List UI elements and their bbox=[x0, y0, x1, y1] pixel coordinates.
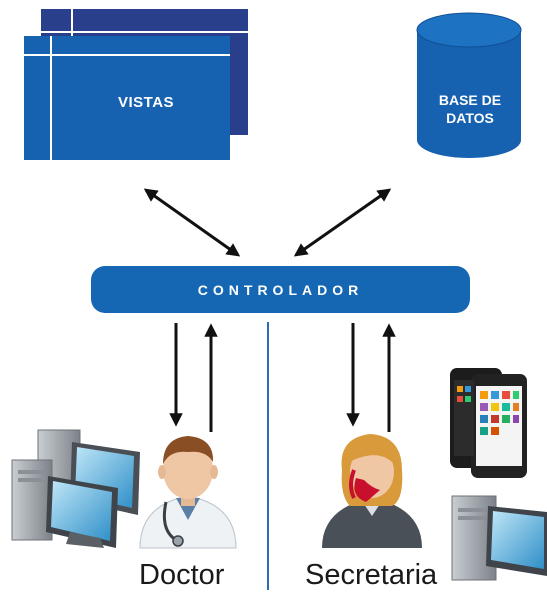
controller-bar: CONTROLADOR bbox=[91, 266, 470, 313]
controller-label: CONTROLADOR bbox=[197, 281, 364, 298]
doctor-label: Doctor bbox=[139, 559, 225, 591]
secretary-avatar-icon bbox=[322, 434, 422, 548]
database-label-line1: BASE DE bbox=[438, 92, 502, 108]
actor-divider bbox=[267, 322, 269, 590]
views-label: VISTAS bbox=[118, 94, 175, 111]
smartphone-icon bbox=[450, 368, 527, 478]
database-label: BASE DE DATOS bbox=[418, 91, 522, 127]
arrow-database-controller bbox=[293, 188, 392, 257]
desktop-computer-icon bbox=[11, 429, 140, 548]
secretary-label: Secretaria bbox=[305, 559, 438, 591]
arrow-views-controller bbox=[143, 188, 241, 257]
database-label-line2: DATOS bbox=[446, 110, 494, 126]
views-window-front bbox=[24, 36, 230, 160]
doctor-avatar-icon bbox=[139, 436, 237, 549]
database-cylinder-icon bbox=[416, 12, 522, 158]
desktop-computer-icon bbox=[451, 495, 547, 581]
